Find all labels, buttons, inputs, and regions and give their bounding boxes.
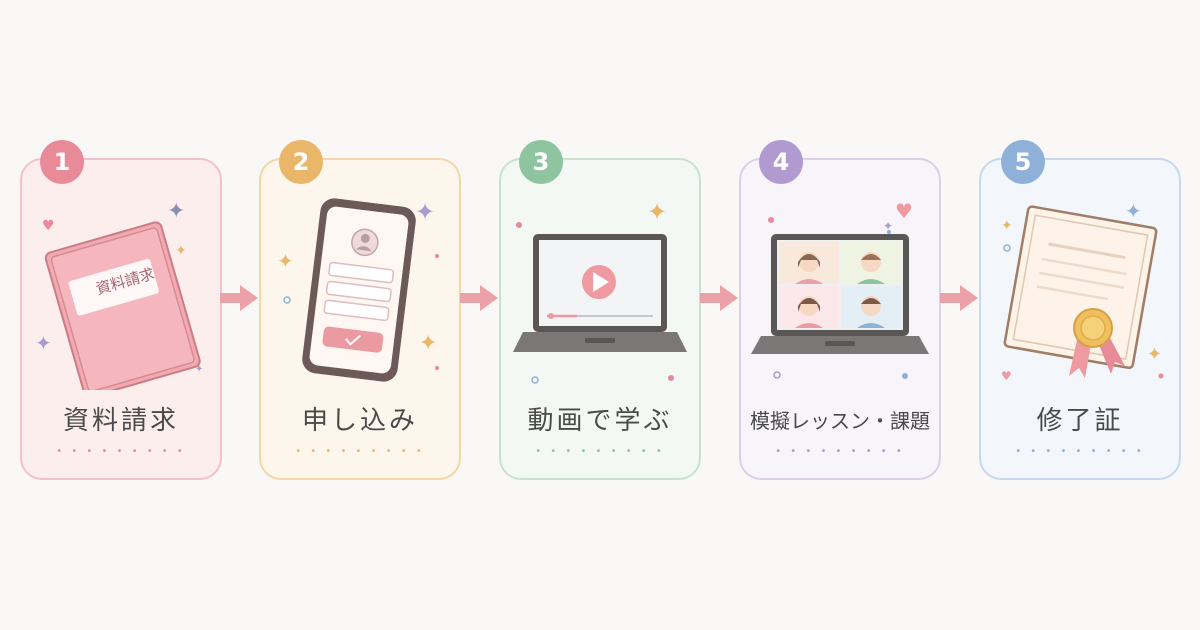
step-label-1: 資料請求 xyxy=(62,406,179,436)
svg-text:♥: ♥ xyxy=(895,199,913,223)
svg-text:✦: ✦ xyxy=(883,219,893,233)
arrow-icon-4 xyxy=(940,285,978,311)
smartphone-form-icon: ✦ ✦ ✦ xyxy=(277,198,439,382)
arrow-icon-3 xyxy=(700,285,738,311)
svg-text:♥: ♥ xyxy=(1001,369,1012,383)
svg-text:✦: ✦ xyxy=(195,364,203,375)
step-dots-4: • • • • • • • • • xyxy=(775,446,905,457)
step-number-badge-4: 4 xyxy=(759,140,803,184)
brochure-icon: ♥ ✦ ✦ ✦ ✦ 資料請求 xyxy=(35,199,203,390)
step-dots-1: • • • • • • • • • xyxy=(56,446,186,457)
laptop-video-call-icon: ♥ ✦ xyxy=(751,199,929,379)
step-dots-2: • • • • • • • • • xyxy=(295,446,425,457)
step-dots-3: • • • • • • • • • xyxy=(535,446,665,457)
svg-text:✦: ✦ xyxy=(415,198,435,226)
svg-text:✦: ✦ xyxy=(175,243,187,259)
step-number-badge-2: 2 xyxy=(279,140,323,184)
laptop-video-icon: ✦ xyxy=(513,198,687,384)
svg-text:✦: ✦ xyxy=(1125,199,1142,223)
certificate-icon: ✦ ✦ ♥ ✦ xyxy=(1001,199,1164,383)
svg-text:✦: ✦ xyxy=(35,331,52,355)
step-label-5: 修了証 xyxy=(1036,406,1124,436)
svg-text:♥: ♥ xyxy=(42,218,55,234)
step-label-2: 申し込み xyxy=(301,406,418,436)
svg-text:✦: ✦ xyxy=(1001,218,1013,234)
step-number-badge-3: 3 xyxy=(519,140,563,184)
svg-text:✦: ✦ xyxy=(167,199,185,224)
svg-text:✦: ✦ xyxy=(1147,344,1162,365)
svg-text:✦: ✦ xyxy=(277,249,294,273)
arrow-icon-1 xyxy=(220,285,258,311)
step-dots-5: • • • • • • • • • xyxy=(1015,446,1145,457)
step-number-badge-5: 5 xyxy=(1001,140,1045,184)
arrow-icon-2 xyxy=(460,285,498,311)
svg-text:✦: ✦ xyxy=(647,198,667,226)
step-number-badge-1: 1 xyxy=(40,140,84,184)
step-label-3: 動画で学ぶ xyxy=(527,406,673,436)
step-label-4: 模擬レッスン・課題 xyxy=(750,409,930,433)
participant-avatars xyxy=(795,252,885,328)
svg-text:✦: ✦ xyxy=(419,331,437,356)
